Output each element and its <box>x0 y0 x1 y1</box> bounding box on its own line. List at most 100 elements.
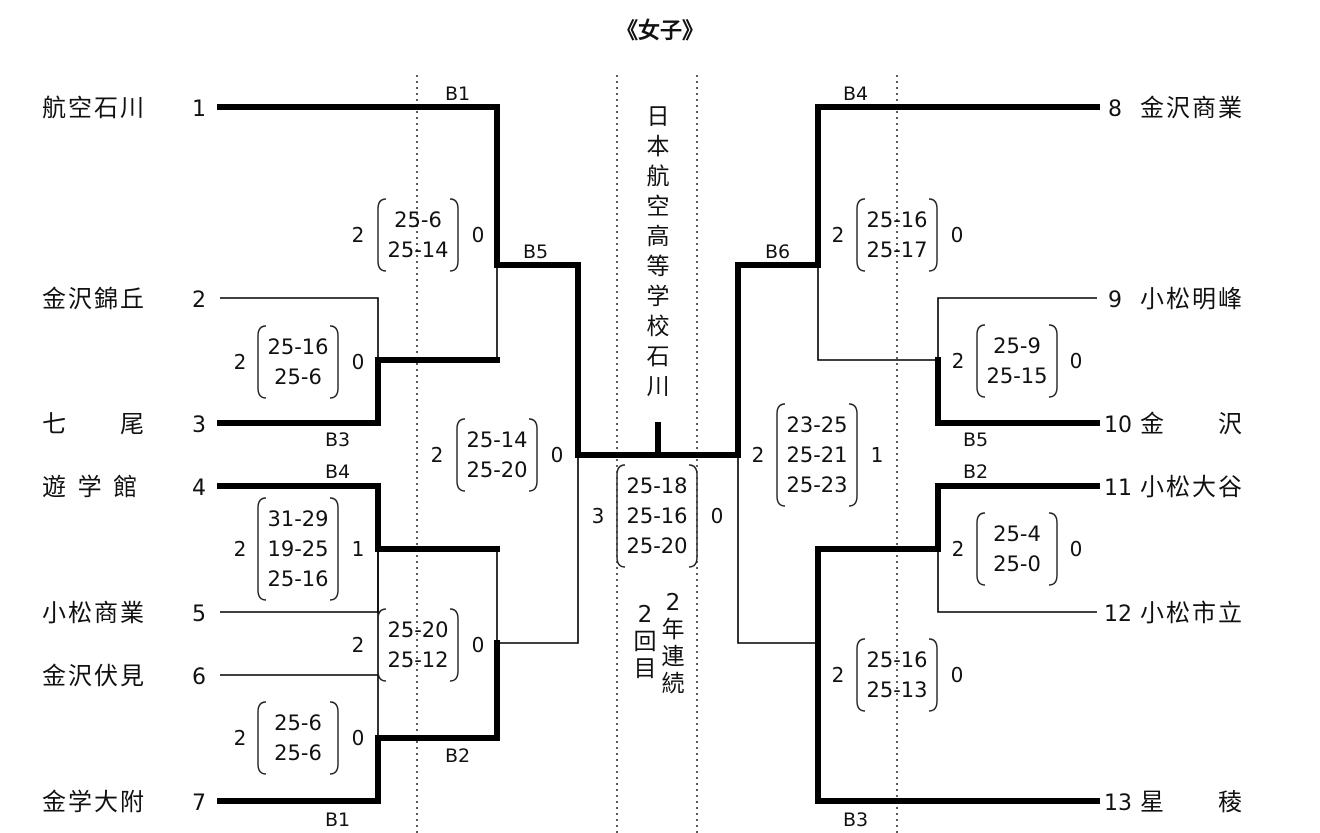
block-label: B6 <box>765 241 790 263</box>
set-score: 25-17 <box>866 238 927 262</box>
sets-won-right: 0 <box>352 350 365 374</box>
sets-won-right: 0 <box>472 633 485 657</box>
match-mB4: 25-16 25-17 2 0 <box>832 198 964 272</box>
line-team-4 <box>217 483 381 552</box>
sets-won-right: 1 <box>871 443 884 467</box>
sets-won-left: 2 <box>752 443 765 467</box>
sets-won-right: 0 <box>551 443 564 467</box>
sets-won-left: 2 <box>952 537 965 561</box>
line-team-1 <box>217 104 500 268</box>
line-team-10 <box>935 357 1100 426</box>
set-score: 25-14 <box>466 428 527 452</box>
set-score: 25-4 <box>993 522 1041 546</box>
set-score: 25-16 <box>626 504 687 528</box>
set-score: 25-20 <box>466 458 527 482</box>
match-m11v12: 25-4 25-0 2 0 <box>952 512 1083 586</box>
bracket-paren-left <box>616 464 626 568</box>
champion-char: 航 <box>647 164 670 190</box>
sets-won-right: 0 <box>472 223 485 247</box>
line-b5-winner <box>494 262 661 458</box>
set-score: 25-6 <box>274 365 322 389</box>
team-name-7: 金学大附 <box>42 788 146 816</box>
team-num-6: 6 <box>192 665 206 690</box>
set-score: 19-25 <box>267 537 328 561</box>
bracket-paren-left <box>976 324 986 398</box>
set-score: 25-16 <box>267 335 328 359</box>
sets-won-right: 0 <box>951 223 964 247</box>
champion-char: 連 <box>662 644 685 670</box>
sets-won-left: 2 <box>832 223 845 247</box>
set-score: 25-6 <box>274 741 322 765</box>
set-score: 25-16 <box>866 208 927 232</box>
team-name-1: 航空石川 <box>42 94 146 122</box>
sets-won-left: 3 <box>592 504 605 528</box>
bracket-paren-left <box>377 198 387 272</box>
bracket-paren-left <box>257 497 267 601</box>
team-num-11: 11 <box>1104 476 1132 501</box>
bracket-paren-right <box>1048 324 1058 398</box>
team-num-12: 12 <box>1104 602 1132 627</box>
champion-note-count: 2回目 <box>634 602 657 682</box>
set-score: 25-20 <box>387 618 448 642</box>
team-name-10: 金 沢 <box>1140 410 1244 438</box>
champion-char: 年 <box>662 617 685 643</box>
team-num-5: 5 <box>192 602 206 627</box>
team-name-13: 星 稜 <box>1140 788 1244 816</box>
bracket-paren-right <box>329 497 339 601</box>
bracket-paren-left <box>257 325 267 399</box>
team-num-1: 1 <box>192 97 206 122</box>
team-num-13: 13 <box>1104 791 1132 816</box>
set-score: 25-6 <box>394 208 442 232</box>
sets-won-right: 0 <box>1070 537 1083 561</box>
sets-won-left: 2 <box>832 663 845 687</box>
bracket-paren-left <box>377 608 387 682</box>
champion-char: 校 <box>647 314 670 340</box>
set-score: 25-20 <box>626 534 687 558</box>
block-label: B3 <box>325 429 350 451</box>
bracket-paren-right <box>449 608 459 682</box>
set-score: 25-12 <box>387 648 448 672</box>
bracket-paren-right <box>329 325 339 399</box>
set-score: 25-0 <box>993 552 1041 576</box>
set-score: 23-25 <box>786 413 847 437</box>
set-score: 25-14 <box>387 238 448 262</box>
set-score: 25-16 <box>267 567 328 591</box>
team-name-2: 金沢錦丘 <box>42 285 146 313</box>
line-team-13 <box>815 640 1100 804</box>
champion-char: 川 <box>647 374 670 400</box>
block-label: B5 <box>963 429 988 451</box>
set-score: 31-29 <box>267 507 328 531</box>
line-team-12 <box>937 549 1097 613</box>
block-label: B3 <box>843 809 868 831</box>
team-num-4: 4 <box>192 476 206 501</box>
line-team-11 <box>935 483 1100 552</box>
set-score: 25-9 <box>993 334 1041 358</box>
block-label: B1 <box>445 83 470 105</box>
sets-won-left: 2 <box>234 726 247 750</box>
team-num-2: 2 <box>192 288 206 313</box>
set-score: 25-18 <box>626 474 687 498</box>
line-team-9 <box>937 297 1097 360</box>
bracket-paren-left <box>257 701 267 775</box>
team-name-5: 小松商業 <box>42 599 146 627</box>
team-num-3: 3 <box>192 413 206 438</box>
match-m2v3: 25-16 25-6 2 0 <box>234 325 365 399</box>
champion-char: 続 <box>662 671 685 697</box>
champion-char: 2 <box>666 590 681 616</box>
bracket-paren-left <box>856 638 866 712</box>
set-score: 25-15 <box>986 364 1047 388</box>
line-team-2 <box>220 297 379 360</box>
bracket-paren-right <box>329 701 339 775</box>
line-final-center <box>655 422 741 458</box>
set-score: 25-13 <box>866 678 927 702</box>
champion-char: 目 <box>634 656 657 682</box>
line-b3-to-b6 <box>737 455 818 644</box>
champion-char: 日 <box>647 104 670 130</box>
sets-won-left: 2 <box>234 350 247 374</box>
